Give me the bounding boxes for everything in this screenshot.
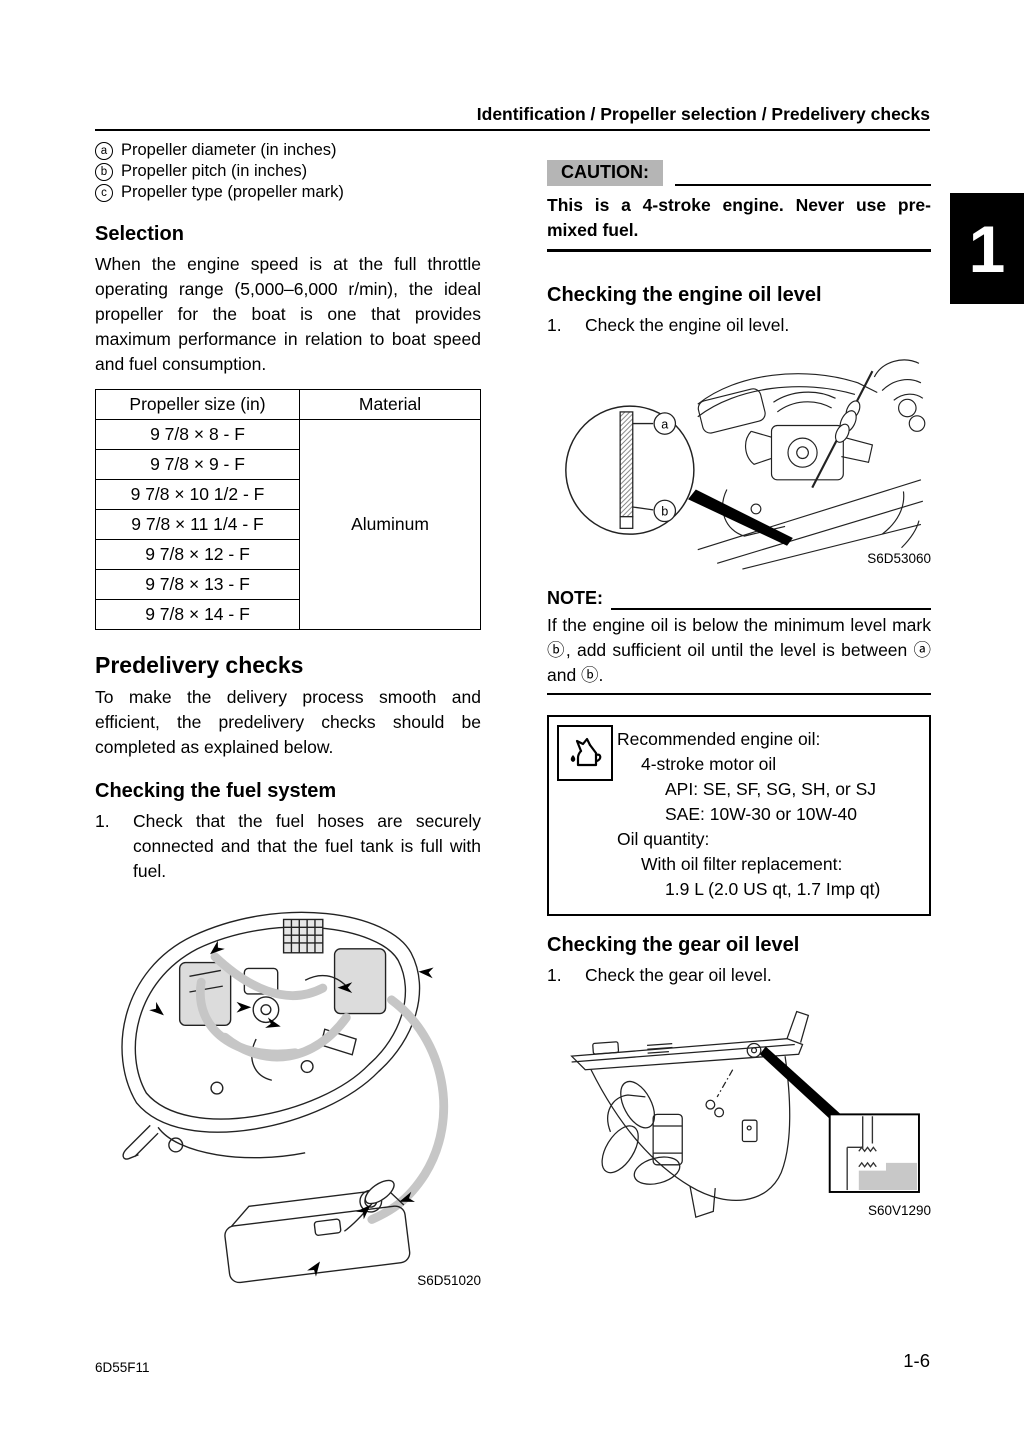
spec-line: 1.9 L (2.0 US qt, 1.7 Imp qt) bbox=[665, 878, 881, 899]
table-size-cell: 9 7/8 × 11 1/4 - F bbox=[95, 509, 300, 540]
note-text: If the engine oil is below the minimum l… bbox=[547, 614, 931, 685]
caution-label: CAUTION: bbox=[547, 160, 663, 186]
item-number: 1. bbox=[547, 314, 562, 335]
table-material-cell: Aluminum bbox=[299, 419, 481, 630]
spec-line: Oil quantity: bbox=[617, 828, 710, 849]
item-text: Check that the fuel hoses are securely c… bbox=[133, 811, 481, 881]
engine-oil-illustration: a b bbox=[565, 358, 926, 570]
footer-doc-code: 6D55F11 bbox=[95, 1360, 150, 1375]
item-text: Check the engine oil level. bbox=[585, 314, 790, 335]
spec-line: Recommended engine oil: bbox=[617, 728, 821, 749]
selection-paragraph: When the engine speed is at the full thr… bbox=[95, 254, 481, 374]
gear-oil-check-item: 1. Check the gear oil level. bbox=[547, 963, 931, 988]
figure-caption: S6D53060 bbox=[867, 550, 931, 566]
oil-spec-box: Recommended engine oil: 4-stroke motor o… bbox=[547, 714, 931, 916]
gear-oil-illustration bbox=[570, 1010, 920, 1218]
page-header: Identification / Propeller selection / P… bbox=[476, 104, 930, 124]
legend-text: Propeller type (propeller mark) bbox=[121, 183, 344, 201]
predelivery-heading: Predelivery checks bbox=[95, 652, 304, 678]
note-bottom-rule bbox=[547, 692, 931, 695]
item-number: 1. bbox=[547, 964, 562, 985]
table-header-size: Propeller size (in) bbox=[95, 389, 300, 420]
fuel-check-item: 1. Check that the fuel hoses are securel… bbox=[95, 809, 481, 884]
spec-line: API: SE, SF, SG, SH, or SJ bbox=[665, 778, 877, 799]
chapter-tab: 1 bbox=[950, 193, 1024, 304]
note-label: NOTE: bbox=[547, 587, 603, 608]
fuel-system-heading: Checking the fuel system bbox=[95, 780, 337, 802]
gear-oil-heading: Checking the gear oil level bbox=[547, 933, 800, 956]
right-column: CAUTION: This is a 4-stroke engine. Neve… bbox=[547, 160, 931, 1224]
table-size-cell: 9 7/8 × 9 - F bbox=[95, 449, 300, 480]
legend-text: Propeller diameter (in inches) bbox=[121, 141, 337, 159]
note-box: NOTE: If the engine oil is below the min… bbox=[547, 586, 931, 695]
table-size-cell: 9 7/8 × 13 - F bbox=[95, 569, 300, 600]
gear-oil-figure: S60V1290 bbox=[547, 996, 931, 1224]
table-size-cell: 9 7/8 × 12 - F bbox=[95, 539, 300, 570]
legend-item: c Propeller type (propeller mark) bbox=[95, 182, 481, 203]
fuel-system-figure: S6D51020 bbox=[95, 892, 481, 1294]
legend-item: b Propeller pitch (in inches) bbox=[95, 161, 481, 182]
note-rule bbox=[611, 586, 931, 610]
oil-can-icon bbox=[557, 724, 613, 781]
caution-text: This is a 4-stroke engine. Never use pre… bbox=[547, 195, 931, 240]
propeller-table: Propeller size (in) Material 9 7/8 × 8 -… bbox=[95, 389, 481, 630]
footer-page-number: 1-6 bbox=[903, 1350, 930, 1371]
predelivery-paragraph: To make the delivery process smooth and … bbox=[95, 687, 481, 757]
engine-oil-heading: Checking the engine oil level bbox=[547, 283, 822, 306]
caution-box: CAUTION: This is a 4-stroke engine. Neve… bbox=[547, 160, 931, 252]
table-size-cell: 9 7/8 × 8 - F bbox=[95, 419, 300, 450]
table-header-material: Material bbox=[299, 389, 481, 420]
spec-line: SAE: 10W-30 or 10W-40 bbox=[665, 803, 857, 824]
engine-oil-check-item: 1. Check the engine oil level. bbox=[547, 313, 931, 338]
engine-oil-figure: a b S6D53060 bbox=[547, 344, 931, 572]
caution-rule bbox=[675, 160, 931, 186]
circled-a-marker: a bbox=[95, 141, 113, 160]
header-rule bbox=[95, 129, 930, 131]
figure-caption: S60V1290 bbox=[867, 1202, 931, 1218]
dipstick-label-a: a bbox=[661, 417, 669, 431]
fuel-system-illustration bbox=[121, 911, 449, 1284]
legend-item: a Propeller diameter (in inches) bbox=[95, 140, 481, 161]
selection-heading: Selection bbox=[95, 223, 184, 245]
circled-c-marker: c bbox=[95, 183, 113, 202]
dipstick-label-b: b bbox=[661, 504, 668, 518]
table-size-cell: 9 7/8 × 10 1/2 - F bbox=[95, 479, 300, 510]
figure-caption: S6D51020 bbox=[417, 1273, 481, 1288]
table-size-cell: 9 7/8 × 14 - F bbox=[95, 599, 300, 630]
spec-line: With oil filter replacement: bbox=[641, 853, 843, 874]
item-number: 1. bbox=[95, 811, 110, 831]
legend-text: Propeller pitch (in inches) bbox=[121, 162, 308, 180]
spec-line: 4-stroke motor oil bbox=[641, 753, 777, 774]
caution-bottom-rule bbox=[547, 249, 931, 252]
item-text: Check the gear oil level. bbox=[585, 964, 772, 985]
left-column: a Propeller diameter (in inches) b Prope… bbox=[95, 140, 481, 1294]
circled-b-marker: b bbox=[95, 162, 113, 181]
